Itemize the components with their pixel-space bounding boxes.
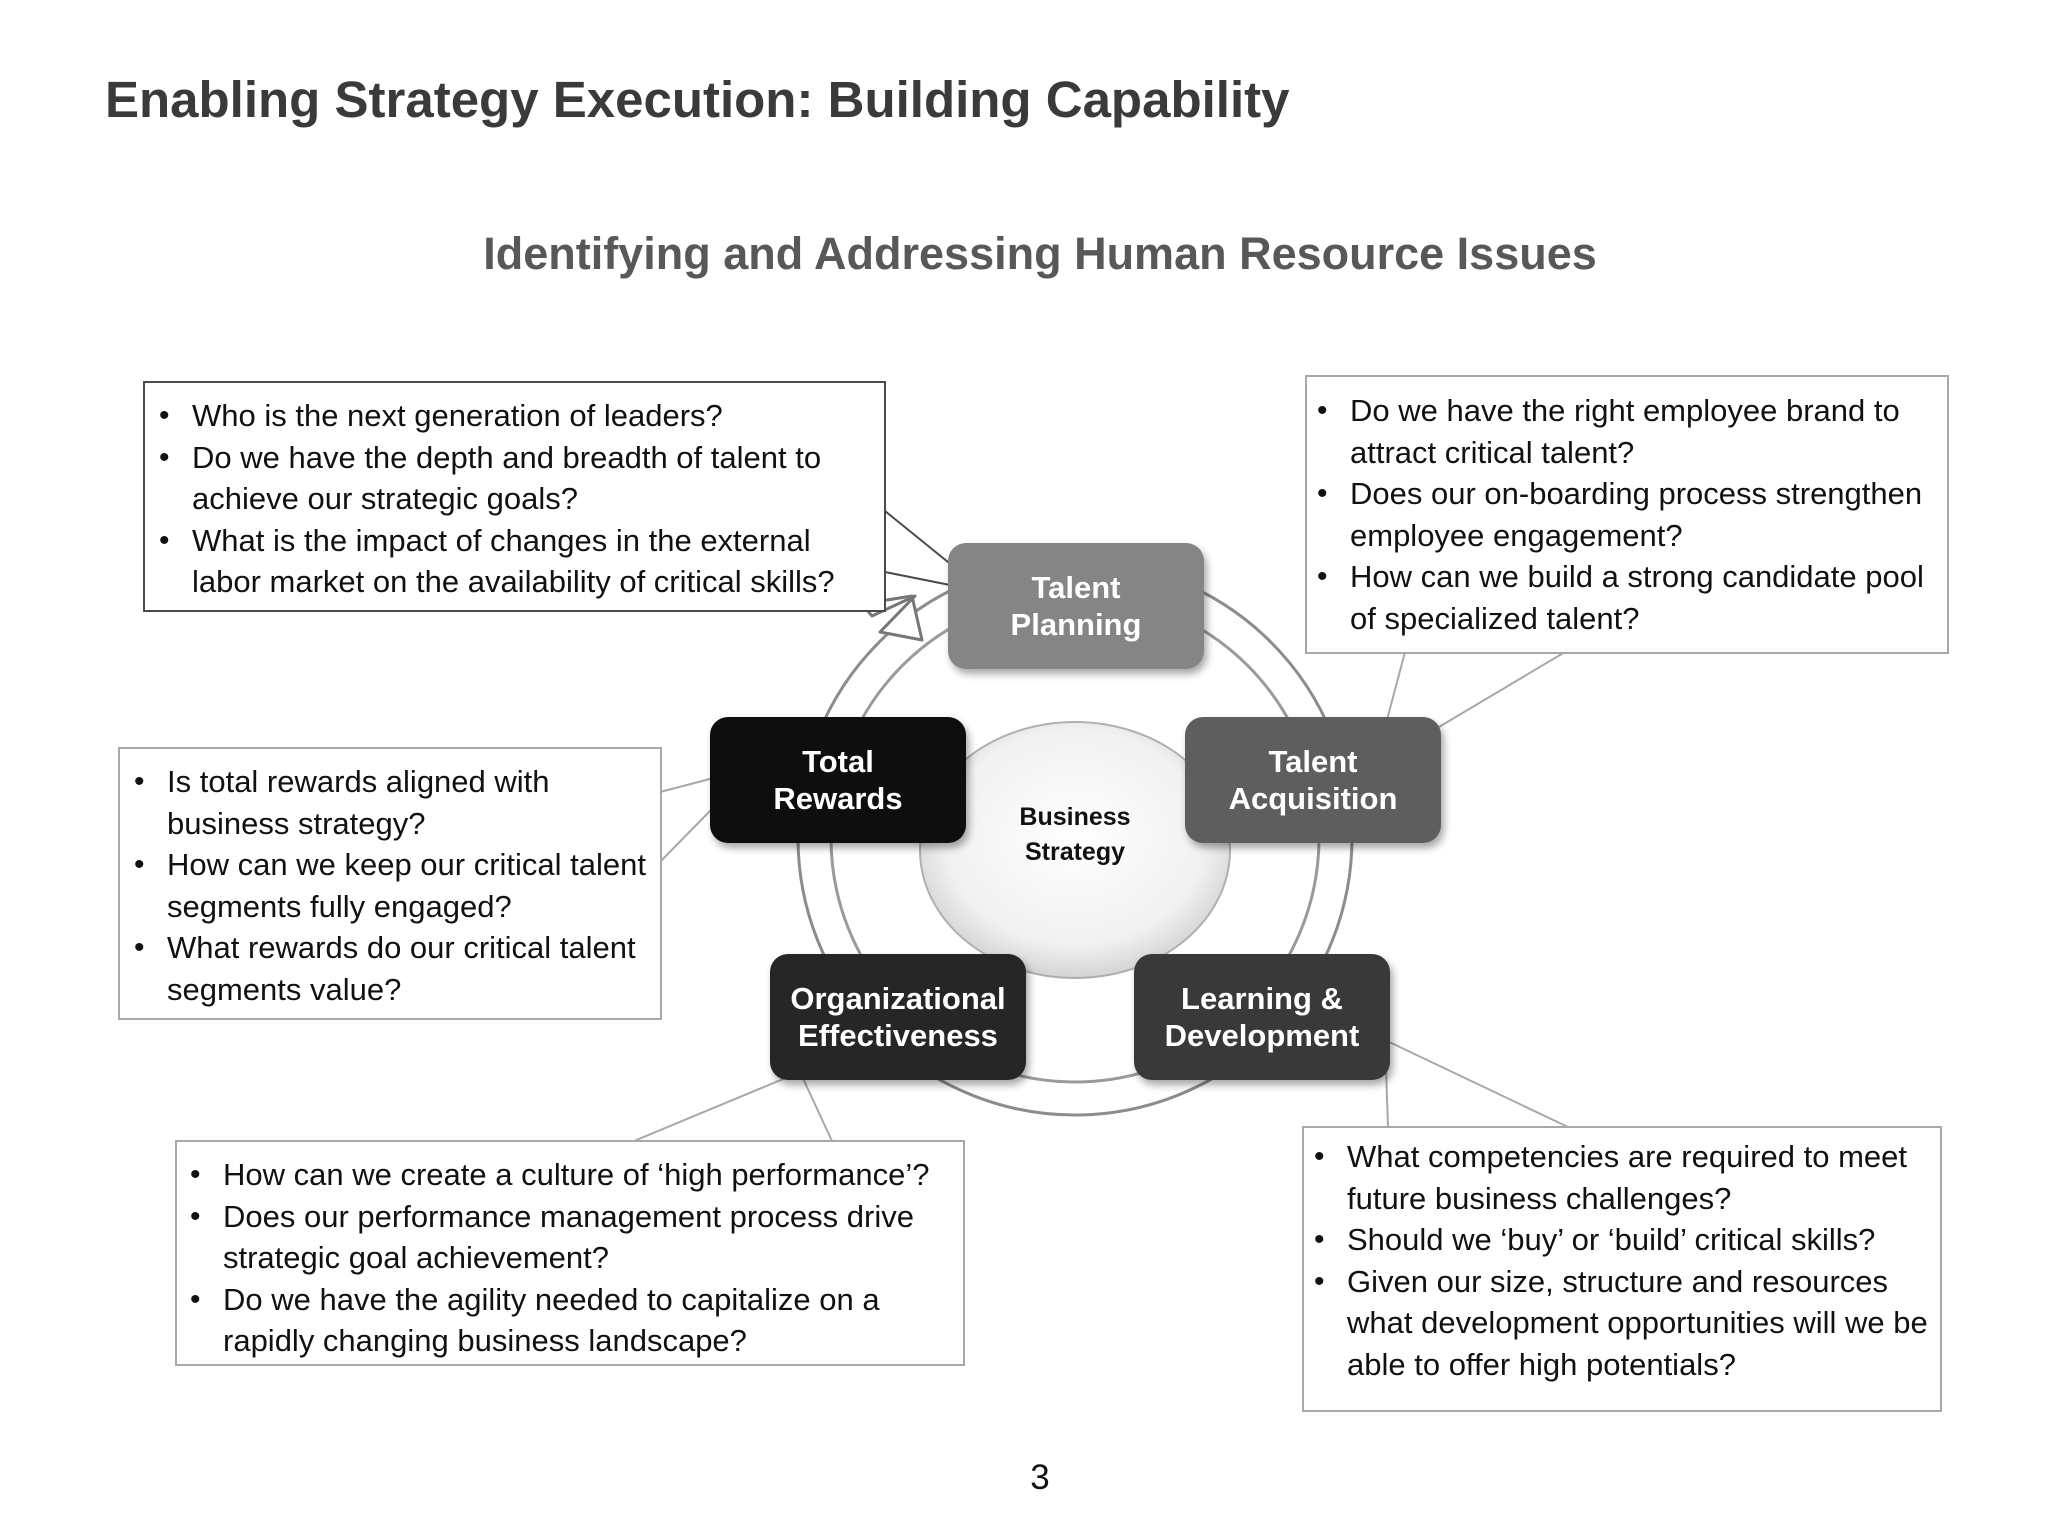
callout-organizational-effectiveness: How can we create a culture of ‘high per…: [175, 1140, 965, 1366]
callout-bullet: Who is the next generation of leaders?: [155, 395, 864, 437]
page-number: 3: [1030, 1458, 1050, 1497]
callout-bullet: Does our on-boarding process strengthen …: [1313, 473, 1937, 556]
callout-talent-acquisition: Do we have the right employee brand to a…: [1305, 375, 1949, 654]
callout-bullet: Should we ‘buy’ or ‘build’ critical skil…: [1310, 1219, 1932, 1261]
node-talent-acquisition: Talent Acquisition: [1185, 717, 1441, 843]
learning-development-pointer: [1383, 1038, 1569, 1128]
organizational-effectiveness-pointer: [633, 1070, 833, 1142]
callout-bullet: Is total rewards aligned with business s…: [130, 761, 650, 844]
callout-bullet: How can we keep our critical talent segm…: [130, 844, 650, 927]
callout-learning-development: What competencies are required to meet f…: [1302, 1126, 1942, 1412]
diagram-subtitle: Identifying and Addressing Human Resourc…: [483, 228, 1597, 279]
callout-bullet: Do we have the right employee brand to a…: [1313, 390, 1937, 473]
callout-bullet: Does our performance management process …: [186, 1196, 953, 1279]
callout-bullet: Do we have the agility needed to capital…: [186, 1279, 953, 1362]
callout-bullet: What competencies are required to meet f…: [1310, 1136, 1932, 1219]
callout-total-rewards: Is total rewards aligned with business s…: [118, 747, 662, 1020]
business-strategy-label: Business Strategy: [1019, 803, 1131, 866]
business-strategy-ellipse: [919, 721, 1231, 979]
callout-talent-planning: Who is the next generation of leaders? D…: [143, 381, 886, 612]
callout-bullet: How can we build a strong candidate pool…: [1313, 556, 1937, 639]
callout-bullet: Given our size, structure and resources …: [1310, 1261, 1932, 1386]
node-learning-development: Learning & Development: [1134, 954, 1390, 1080]
callout-bullet: What is the impact of changes in the ext…: [155, 520, 864, 603]
callout-bullet: Do we have the depth and breadth of tale…: [155, 437, 864, 520]
node-organizational-effectiveness: Organizational Effectiveness: [770, 954, 1026, 1080]
node-talent-planning: Talent Planning: [948, 543, 1204, 669]
callout-bullet: How can we create a culture of ‘high per…: [186, 1154, 953, 1196]
callout-bullet: What rewards do our critical talent segm…: [130, 927, 650, 1010]
page-title: Enabling Strategy Execution: Building Ca…: [105, 71, 1290, 128]
node-total-rewards: Total Rewards: [710, 717, 966, 843]
